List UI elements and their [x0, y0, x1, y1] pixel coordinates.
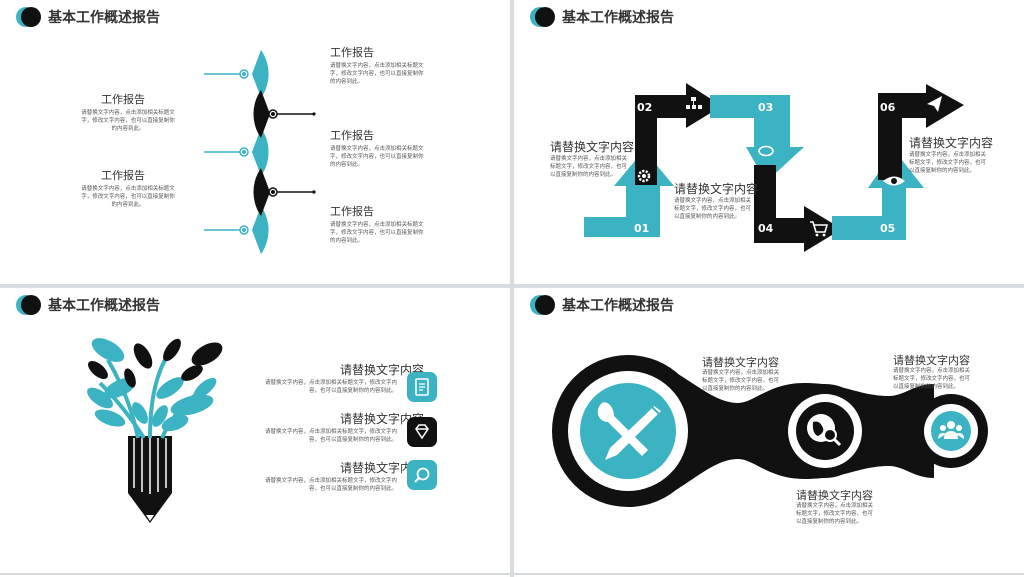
header-dot-icon — [16, 7, 44, 27]
item-desc: 请替换文字内容，点击添加相关标题文字，修改文字内容，也可以直接复制你的内容到此。 — [702, 370, 780, 392]
slide-header: 基本工作概述报告 — [530, 294, 674, 316]
slide-title: 基本工作概述报告 — [562, 10, 674, 26]
item-desc: 请替换文字内容，点击添加相关标题文字，修改文字内容，也可以直接复制你的内容到此。 — [909, 152, 987, 174]
eye-icon — [883, 176, 905, 186]
search-icon — [407, 460, 437, 490]
item-title: 请替换文字内容 — [909, 136, 994, 150]
item-title: 工作报告 — [330, 129, 374, 142]
item-title: 请替换文字内容 — [796, 489, 873, 502]
step-number-02: 02 — [637, 101, 652, 114]
item-title: 工作报告 — [101, 93, 145, 106]
item-desc: 请替换文字内容，点击添加相关标题文字，修改文字内容，也可以直接复制你的内容到此。 — [330, 222, 424, 244]
item-title: 请替换文字内容 — [893, 354, 970, 367]
document-icon — [407, 372, 437, 402]
step-number-01: 01 — [634, 222, 649, 235]
step-number-03: 03 — [758, 101, 773, 114]
step-arrow-02 — [635, 83, 722, 185]
step-arrow-04 — [754, 165, 842, 252]
item-title: 请替换文字内容 — [674, 182, 759, 196]
header-dot-icon — [16, 295, 44, 315]
step-arrow-flow: 01 02 03 04 05 06 — [584, 83, 964, 252]
slide-header: 基本工作概述报告 — [530, 6, 674, 28]
item-desc: 请替换文字内容，点击添加相关标题文字，修改文字内容，也可以直接复制你的内容到此。 — [264, 429, 397, 443]
step-arrow-06 — [878, 84, 964, 180]
step-number-06: 06 — [880, 101, 896, 114]
org-chart-icon — [686, 97, 702, 109]
item-desc: 请替换文字内容，点击添加相关标题文字，修改文字内容，也可以直接复制你的内容到此。 — [330, 63, 424, 85]
item-desc: 请替换文字内容，点击添加相关标题文字，修改文字内容，也可以直接复制你的内容到此。 — [264, 478, 397, 492]
item-desc: 请替换文字内容，点击添加相关标题文字，修改文字内容，也可以直接复制你的内容到此。 — [550, 156, 628, 178]
item-desc: 请替换文字内容，点击添加相关标题文字，修改文字内容，也可以直接复制你的内容到此。 — [893, 368, 971, 390]
step-number-04: 04 — [758, 222, 774, 235]
cloud-icon — [758, 145, 774, 157]
slide-6-partial[interactable] — [514, 575, 1024, 577]
people-icon — [938, 421, 964, 439]
item-title: 请替换文字内容 — [340, 412, 425, 426]
fan-segment-1 — [252, 50, 269, 98]
fan-segment-2 — [253, 90, 270, 138]
slide-title: 基本工作概述报告 — [48, 10, 160, 26]
item-title: 工作报告 — [330, 205, 374, 218]
globe-search-icon — [807, 414, 842, 447]
item-desc: 请替换文字内容，点击添加相关标题文字，修改文字内容，也可以直接复制你的内容到此。 — [330, 146, 424, 168]
fan-segment-5 — [252, 206, 269, 254]
slide-2[interactable]: 基本工作概述报告 01 02 03 04 05 06 — [514, 0, 1024, 284]
item-title: 工作报告 — [101, 169, 145, 182]
step-arrow-03 — [710, 95, 804, 182]
item-title: 请替换文字内容 — [340, 363, 425, 377]
item-desc: 请替换文字内容，点击添加相关标题文字，修改文字内容，也可以直接复制你的内容到此。 — [264, 380, 397, 394]
header-dot-icon — [530, 295, 558, 315]
item-desc: 请替换文字内容，点击添加相关标题文字，修改文字内容，也可以直接复制你的内容到此。 — [674, 198, 752, 220]
item-title: 请替换文字内容 — [340, 461, 425, 475]
connected-circles-diagram — [552, 355, 988, 507]
paper-plane-icon — [927, 96, 942, 112]
fan-segment-4 — [253, 168, 270, 216]
slide-title: 基本工作概述报告 — [48, 298, 160, 314]
slide-title: 基本工作概述报告 — [562, 298, 674, 314]
item-desc: 请替换文字内容，点击添加相关标题文字，修改文字内容，也可以直接复制你的内容到此。 — [81, 110, 175, 132]
slide-header: 基本工作概述报告 — [16, 294, 160, 316]
step-number-05: 05 — [880, 222, 895, 235]
diamond-icon — [407, 417, 437, 447]
item-desc: 请替换文字内容，点击添加相关标题文字，修改文字内容，也可以直接复制你的内容到此。 — [81, 186, 175, 208]
slide-4[interactable]: 基本工作概述报告 — [514, 288, 1024, 573]
header-dot-icon — [530, 7, 558, 27]
cart-icon — [810, 221, 829, 237]
slide-1[interactable]: 基本工作概述报告 — [0, 0, 510, 284]
item-title: 请替换文字内容 — [550, 140, 635, 154]
fan-diagram — [204, 50, 316, 254]
slide-3[interactable]: 基本工作概述报告 请替换文字内容 — [0, 288, 510, 573]
fan-segment-3 — [252, 128, 269, 176]
item-title: 请替换文字内容 — [702, 356, 779, 369]
slide-5-partial[interactable] — [0, 575, 510, 577]
tools-icon — [597, 402, 661, 460]
item-title: 工作报告 — [330, 46, 374, 59]
gear-icon — [637, 169, 651, 183]
slide-header: 基本工作概述报告 — [16, 6, 160, 28]
item-desc: 请替换文字内容，点击添加相关标题文字，修改文字内容，也可以直接复制你的内容到此。 — [796, 503, 874, 525]
pencil-tree-illustration — [87, 338, 223, 523]
